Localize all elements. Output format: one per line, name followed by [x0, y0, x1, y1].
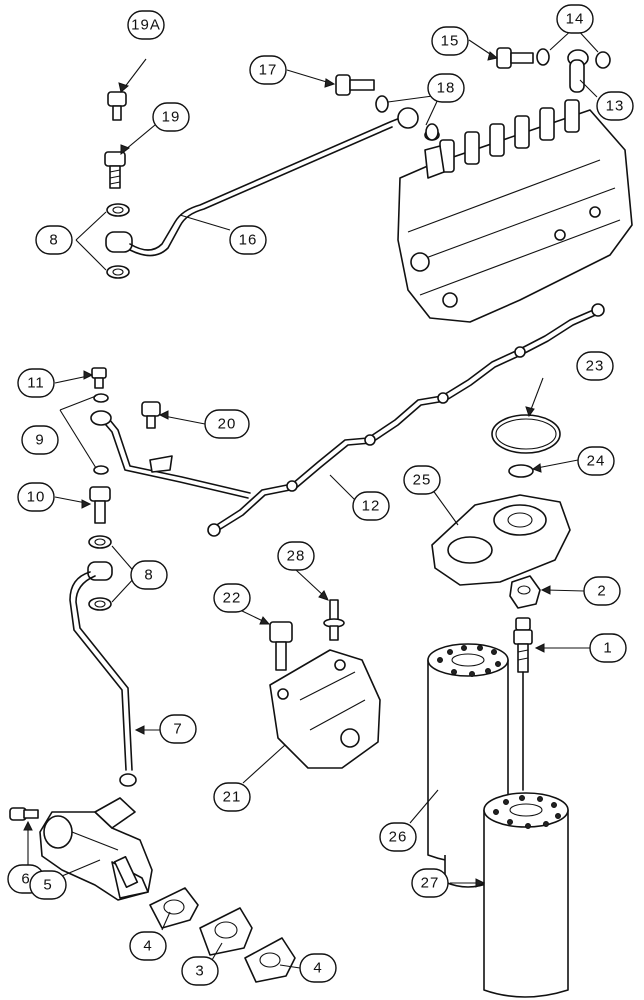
callout-27: 27: [411, 868, 449, 898]
svg-text:28: 28: [287, 548, 306, 565]
svg-text:16: 16: [239, 232, 258, 249]
nut-2: [509, 575, 541, 609]
bolt-6: [9, 807, 39, 821]
callout-19: 19: [152, 102, 190, 132]
svg-text:18: 18: [437, 80, 456, 97]
banjo-bolt-19a: [107, 91, 127, 121]
filter-cover-25: [431, 494, 571, 586]
bolt-15: [496, 47, 534, 69]
sealing-washers-18: [375, 95, 439, 141]
banjo-bolt-19: [104, 151, 126, 189]
banjo-bolt-10: [89, 486, 111, 524]
callout-13: 13: [596, 91, 634, 121]
fuel-filter-27: [483, 792, 569, 998]
callout-2: 2: [583, 576, 621, 606]
svg-text:14: 14: [566, 11, 585, 28]
callout-18: 18: [427, 73, 465, 103]
svg-text:5: 5: [43, 877, 52, 894]
bolt-20: [141, 401, 161, 429]
svg-text:12: 12: [362, 498, 381, 515]
callout-19a: 19A: [127, 10, 165, 40]
svg-text:27: 27: [421, 875, 440, 892]
bolt-11: [91, 367, 107, 389]
callout-9: 9: [21, 425, 59, 455]
callout-7: 7: [159, 714, 197, 744]
svg-text:8: 8: [144, 567, 153, 584]
svg-text:3: 3: [195, 963, 204, 980]
callout-12: 12: [352, 491, 390, 521]
svg-text:10: 10: [27, 489, 46, 506]
sealing-washers-lower: [88, 535, 112, 611]
svg-text:9: 9: [35, 432, 44, 449]
washers-9: [90, 393, 112, 475]
gasket-4-left: [149, 887, 199, 929]
svg-text:19: 19: [162, 109, 181, 126]
svg-text:6: 6: [21, 871, 30, 888]
svg-text:22: 22: [223, 590, 242, 607]
gasket-4-right: [244, 937, 296, 983]
svg-text:4: 4: [313, 960, 322, 977]
callout-16: 16: [229, 225, 267, 255]
callout-3: 3: [181, 956, 219, 986]
filter-head-21: [269, 649, 381, 769]
callout-22: 22: [213, 583, 251, 613]
o-ring-23: [491, 414, 561, 454]
callout-14: 14: [556, 4, 594, 34]
svg-text:4: 4: [143, 938, 152, 955]
callout-26: 26: [379, 822, 417, 852]
bolt-22: [269, 621, 293, 671]
callout-17: 17: [249, 55, 287, 85]
svg-text:8: 8: [49, 232, 58, 249]
washers-14: [536, 48, 611, 69]
callout-20: 20: [204, 409, 250, 439]
o-ring-24: [508, 464, 534, 478]
callout-23: 23: [576, 351, 614, 381]
svg-text:11: 11: [27, 375, 45, 392]
svg-text:17: 17: [259, 62, 278, 79]
fuel-lift-pump-5: [39, 797, 153, 901]
callout-28: 28: [277, 541, 315, 571]
fuel-line-16: [105, 115, 406, 257]
svg-text:7: 7: [173, 721, 182, 738]
fuel-line-7: [69, 561, 137, 787]
stud-28: [323, 599, 345, 641]
callout-8-upper: 8: [35, 225, 73, 255]
callout-21: 21: [213, 782, 251, 812]
svg-text:25: 25: [413, 472, 432, 489]
banjo-bolt-17: [335, 74, 375, 96]
callout-8-lower: 8: [130, 560, 168, 590]
callout-15: 15: [431, 26, 469, 56]
svg-text:20: 20: [218, 416, 237, 433]
spacer-3: [199, 907, 253, 956]
svg-text:2: 2: [597, 583, 606, 600]
svg-text:13: 13: [606, 98, 625, 115]
callout-25: 25: [403, 465, 441, 495]
svg-text:1: 1: [603, 640, 612, 657]
return-line-12: [207, 303, 605, 537]
callout-1: 1: [589, 633, 627, 663]
fitting-13: [567, 49, 589, 93]
callout-4-right: 4: [299, 953, 337, 983]
svg-text:21: 21: [223, 789, 242, 806]
callout-24: 24: [577, 446, 615, 476]
fitting-1: [513, 617, 533, 673]
callout-5: 5: [29, 870, 67, 900]
svg-text:15: 15: [441, 33, 460, 50]
callout-10: 10: [17, 482, 55, 512]
callout-11: 11: [17, 368, 55, 398]
callout-4-left: 4: [129, 931, 167, 961]
svg-text:23: 23: [586, 358, 605, 375]
return-line-branch: [99, 413, 251, 499]
svg-text:26: 26: [389, 829, 408, 846]
svg-text:19A: 19A: [131, 17, 161, 34]
svg-text:24: 24: [587, 453, 606, 470]
sealing-washers-upper: [106, 203, 130, 279]
